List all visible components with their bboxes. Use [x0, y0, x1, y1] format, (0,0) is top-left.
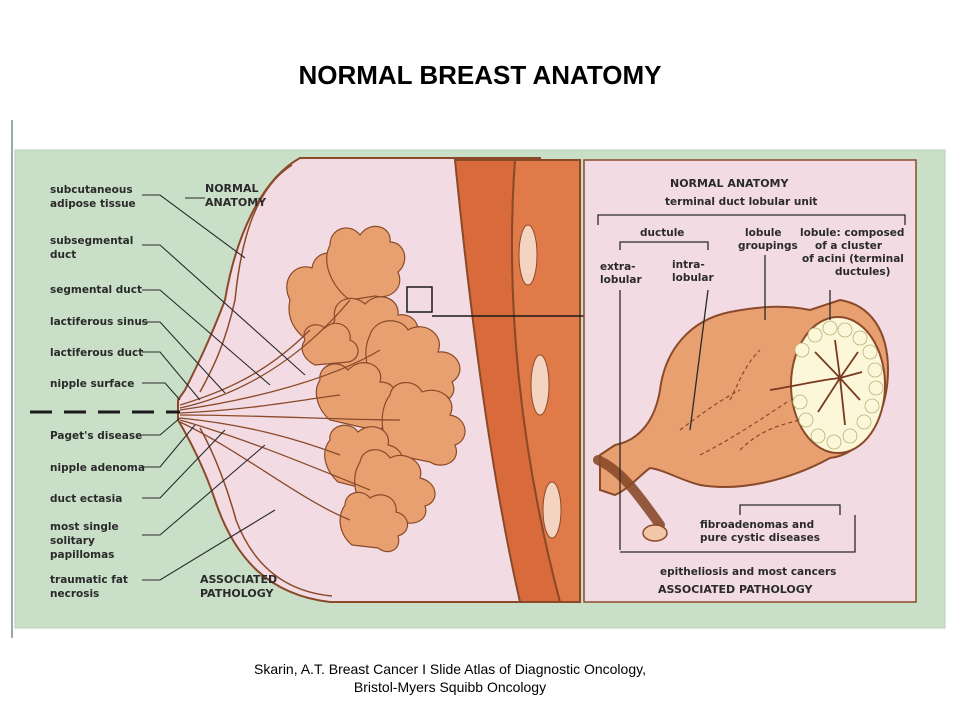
acinus: [852, 330, 868, 346]
label-duct-ectasia: duct ectasia: [50, 493, 122, 505]
acini: [792, 320, 884, 450]
bracket: [620, 515, 856, 553]
label-lactiferous-sinus: lactiferous sinus: [50, 316, 148, 328]
heading-associated-pathology-right: ASSOCIATED PATHOLOGY: [658, 583, 814, 596]
blood-vessel-3: [542, 481, 562, 539]
credit-line-1: Skarin, A.T. Breast Cancer I Slide Atlas…: [254, 661, 646, 677]
label-pagets-disease: Paget's disease: [50, 430, 142, 442]
leader-papillomas: [142, 444, 266, 536]
leader-nipple-surface: [142, 382, 181, 401]
duct: [179, 421, 351, 521]
duct: [179, 414, 401, 421]
label-segmental-duct: segmental duct: [50, 284, 142, 296]
lobule: [339, 491, 409, 553]
bracket: [739, 504, 841, 515]
leader-fat-necrosis: [142, 509, 276, 581]
inset-bracket-lines: [597, 214, 906, 553]
blood-vessel-1: [518, 224, 538, 286]
leader-subcutaneous: [142, 194, 246, 259]
duct: [179, 394, 341, 414]
skin-inner-line: [199, 164, 333, 597]
label-extra-lobular: extra-lobular: [600, 261, 642, 286]
leader-duct-ectasia: [142, 429, 226, 499]
duct: [179, 417, 341, 456]
acinus: [842, 428, 858, 444]
extralobular-duct: [593, 455, 665, 530]
duct-opening: [642, 524, 668, 542]
lobule: [326, 225, 406, 301]
dashed-ductules: [679, 349, 801, 456]
bracket: [597, 214, 906, 225]
duct: [179, 349, 381, 411]
duct: [179, 329, 311, 406]
label-lactiferous-duct: lactiferous duct: [50, 347, 143, 359]
label-ductule: ductule: [640, 227, 684, 239]
blood-vessel-2: [530, 354, 550, 416]
label-nipple-adenoma: nipple adenoma: [50, 462, 145, 474]
leader-nipple-adenoma: [142, 424, 196, 468]
source-credit: Skarin, A.T. Breast Cancer I Slide Atlas…: [0, 660, 900, 696]
leader-lactiferous-sinus: [142, 321, 226, 394]
acinus: [826, 434, 842, 450]
leader-segmental: [142, 289, 271, 386]
magnification-box: [406, 286, 433, 313]
acinus: [864, 398, 880, 414]
intralobular-ductules: [769, 339, 863, 426]
acinus: [822, 320, 838, 336]
ducts: [179, 299, 401, 521]
label-nipple-surface: nipple surface: [50, 378, 134, 390]
leader: [689, 289, 709, 431]
acinus: [867, 362, 883, 378]
duct: [179, 299, 351, 409]
acinus: [837, 322, 853, 338]
leader-pagets: [142, 417, 181, 436]
acinus: [810, 428, 826, 444]
label-terminal-duct-lobular-unit: terminal duct lobular unit: [665, 196, 817, 208]
acinus: [798, 412, 814, 428]
acinus: [792, 394, 808, 410]
page-title: NORMAL BREAST ANATOMY: [298, 60, 662, 90]
acinus: [794, 342, 810, 358]
leader-lactiferous-duct: [142, 351, 201, 401]
right-labels: NORMAL ANATOMY terminal duct lobular uni…: [600, 177, 904, 596]
lobule: [301, 322, 359, 366]
acinus: [862, 344, 878, 360]
duct: [179, 419, 371, 491]
acinus: [856, 414, 872, 430]
heading-normal-anatomy-right: NORMAL ANATOMY: [670, 177, 790, 190]
label-intra-lobular: intra-lobular: [672, 259, 714, 284]
glandular-lobules: [286, 225, 466, 553]
acinus: [868, 380, 884, 396]
left-leader-lines: [142, 194, 306, 581]
label-epitheliosis: epitheliosis and most cancers: [660, 566, 836, 578]
leader-subsegmental: [142, 244, 306, 376]
bracket: [619, 241, 709, 250]
credit-line-2: Bristol-Myers Squibb Oncology: [353, 679, 547, 695]
acinus: [807, 327, 823, 343]
